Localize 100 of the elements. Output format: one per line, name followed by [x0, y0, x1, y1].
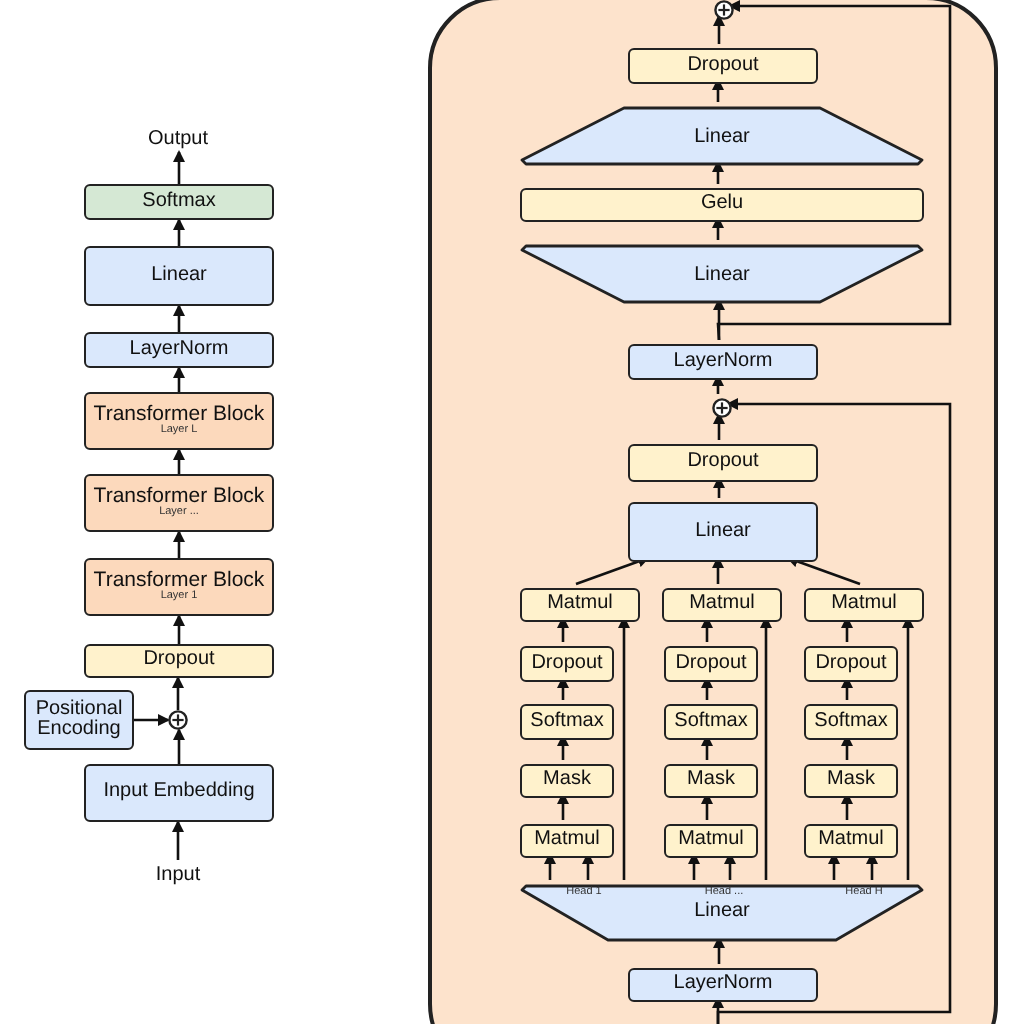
layer-label: Linear	[151, 265, 207, 287]
layer-label: Positional Encoding	[33, 699, 125, 741]
arrow	[173, 728, 185, 764]
arrow	[173, 304, 185, 332]
layer-box	[804, 646, 898, 682]
layer-box	[804, 704, 898, 740]
arrow	[841, 734, 853, 760]
layer-label: Linear	[694, 123, 750, 151]
layer-label: Matmul	[678, 830, 744, 852]
sum-node	[712, 398, 732, 418]
arrow	[713, 476, 725, 498]
layer-label: Transformer Block	[93, 486, 265, 509]
arrow	[701, 676, 713, 700]
layer-label: Mask	[687, 770, 735, 792]
transformer-block	[84, 474, 274, 532]
layer-label: Mask	[827, 770, 875, 792]
layer-box	[520, 704, 614, 740]
layer-label: Mask	[543, 770, 591, 792]
layer-box	[664, 764, 758, 798]
layer-label: LayerNorm	[673, 351, 773, 373]
arrow	[172, 676, 184, 710]
arrow	[760, 616, 772, 880]
arrow	[716, 0, 952, 341]
layer-label: Linear	[695, 521, 751, 543]
arrow	[902, 616, 914, 880]
layer-box	[24, 690, 134, 750]
layer-box	[628, 444, 818, 482]
layer-label: Dropout	[687, 55, 759, 77]
arrow	[701, 734, 713, 760]
layer-label: Softmax	[530, 711, 604, 733]
trapezoid-layer	[520, 884, 924, 942]
arrow	[701, 616, 713, 642]
layer-box	[804, 764, 898, 798]
arrow	[557, 676, 569, 700]
arrow	[866, 852, 878, 880]
layer-box	[84, 184, 274, 220]
arrow	[701, 792, 713, 820]
layer-box	[664, 646, 758, 682]
arrow	[712, 160, 724, 184]
layer-label: Softmax	[142, 191, 216, 213]
arrow	[134, 714, 170, 726]
layer-label: Dropout	[687, 452, 759, 474]
layer-label: Matmul	[818, 830, 884, 852]
arrow	[173, 150, 185, 184]
arrow	[557, 616, 569, 642]
arrow	[688, 852, 700, 880]
layer-box	[84, 332, 274, 368]
layer-box	[664, 824, 758, 858]
layer-label: Dropout	[815, 653, 887, 675]
arrow	[712, 216, 724, 240]
layer-label: Transformer Block	[93, 404, 265, 427]
sum-node	[714, 0, 734, 20]
arrow	[828, 852, 840, 880]
layer-label: Dropout	[675, 653, 747, 675]
arrow	[712, 78, 724, 102]
layer-box	[628, 48, 818, 84]
layer-label: Matmul	[547, 594, 613, 616]
layer-box	[520, 588, 640, 622]
arrow	[841, 616, 853, 642]
sum-node	[168, 710, 188, 730]
layer-label: Gelu	[700, 194, 744, 216]
arrow	[173, 366, 185, 392]
io-label: Input	[128, 860, 228, 888]
transformer-block	[84, 558, 274, 616]
layer-label: Matmul	[534, 830, 600, 852]
transformer-block-panel	[428, 0, 998, 1024]
arrow	[172, 820, 184, 860]
arrow	[557, 734, 569, 760]
layer-box	[520, 764, 614, 798]
layer-box	[84, 246, 274, 306]
layer-box	[520, 188, 924, 222]
layer-box	[84, 764, 274, 822]
layer-box	[664, 704, 758, 740]
layer-label: Softmax	[674, 711, 748, 733]
arrow	[713, 412, 725, 440]
arrow	[544, 852, 556, 880]
layer-box	[628, 344, 818, 380]
arrow	[712, 556, 724, 584]
arrow	[173, 218, 185, 246]
layer-box	[804, 588, 924, 622]
arrow	[841, 792, 853, 820]
layer-box	[628, 968, 818, 1002]
layer-box	[520, 824, 614, 858]
layer-label: LayerNorm	[673, 974, 773, 996]
arrow	[712, 374, 724, 394]
arrow	[557, 792, 569, 820]
layer-label: Dropout	[531, 653, 603, 675]
io-label: Output	[128, 124, 228, 152]
layer-label: LayerNorm	[129, 339, 229, 361]
layer-label: Matmul	[689, 594, 755, 616]
layer-label: Transformer Block	[93, 570, 265, 593]
arrow	[724, 852, 736, 880]
arrow	[713, 936, 725, 964]
layer-label: Softmax	[814, 711, 888, 733]
layer-label: Matmul	[831, 594, 897, 616]
arrow	[173, 614, 185, 644]
transformer-block	[84, 392, 274, 450]
layer-label: Linear	[692, 902, 752, 922]
trapezoid-layer	[520, 244, 924, 304]
arrow	[173, 530, 185, 558]
